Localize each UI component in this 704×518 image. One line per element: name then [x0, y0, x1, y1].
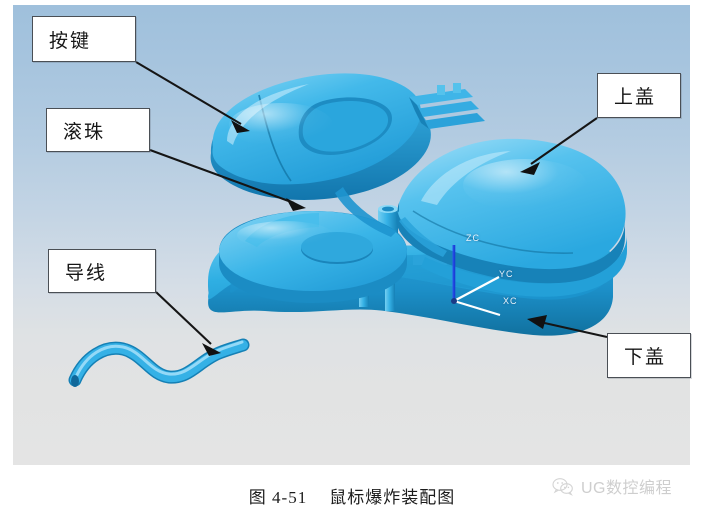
callout-label-wire-text: 导线	[65, 262, 108, 284]
callout-label-button: 按键	[32, 16, 136, 62]
axis-label-xc: XC	[503, 296, 518, 306]
watermark: UG数控编程	[552, 474, 672, 498]
figure-caption-text: 鼠标爆炸装配图	[329, 488, 456, 507]
wcs-axis-triad	[451, 245, 501, 317]
callout-label-ball-text: 滚珠	[63, 121, 106, 143]
axis-label-zc: ZC	[466, 233, 480, 243]
model-part-ball-disc	[219, 211, 407, 303]
wechat-icon	[552, 477, 573, 496]
model-part-button-clips	[409, 83, 485, 129]
callout-label-bottom-cover-text: 下盖	[624, 347, 667, 368]
figure-image-area: ZC YC XC	[13, 5, 690, 465]
figure-caption: 图 4-51 鼠标爆炸装配图	[0, 483, 704, 508]
axis-label-yc: YC	[499, 269, 514, 279]
watermark-text: UG数控编程	[581, 480, 673, 497]
model-part-wire	[68, 338, 250, 387]
callout-label-ball: 滚珠	[46, 108, 150, 152]
callout-label-wire: 导线	[48, 249, 156, 293]
callout-label-bottom-cover: 下盖	[607, 333, 691, 378]
figure-caption-number: 图 4-51	[248, 488, 308, 507]
mouse-exploded-model	[68, 73, 627, 387]
callout-label-top-cover: 上盖	[597, 73, 681, 118]
callout-label-button-text: 按键	[49, 30, 92, 52]
callout-label-top-cover-text: 上盖	[614, 87, 657, 108]
